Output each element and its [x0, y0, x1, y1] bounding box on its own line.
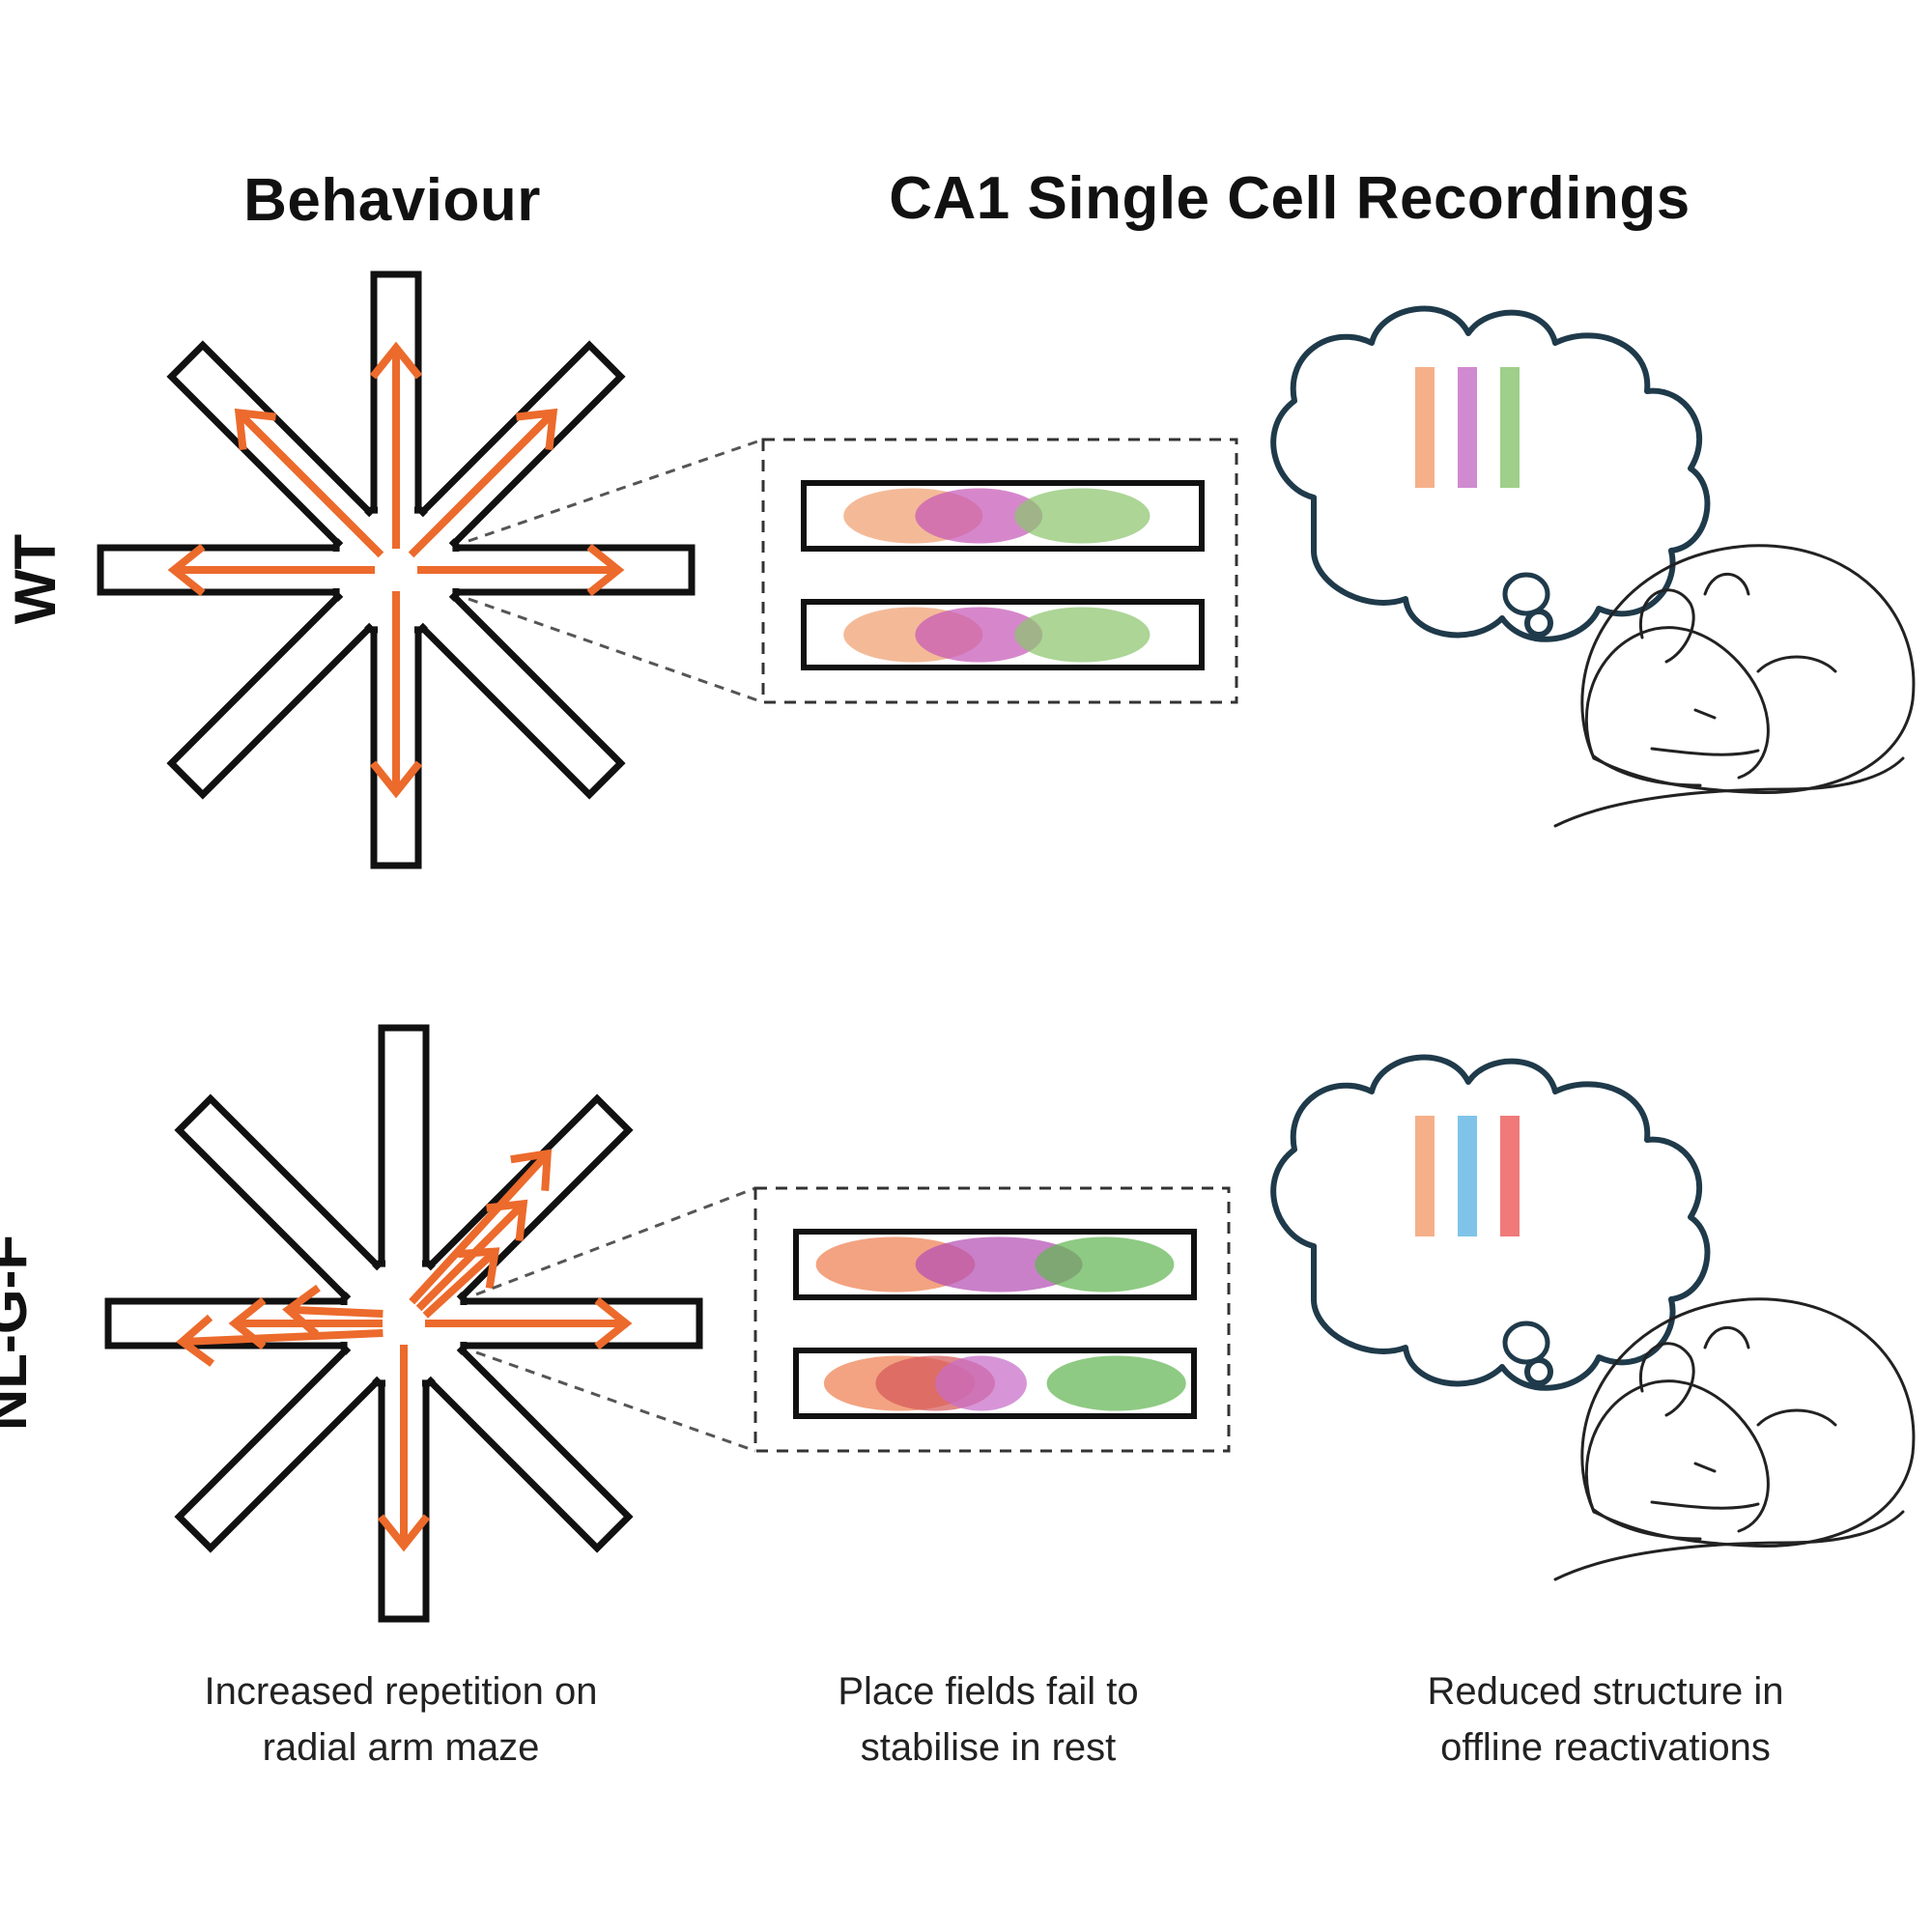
- mouse-eye: [1693, 1462, 1717, 1473]
- orange-arrow-icon: [369, 341, 423, 549]
- place-field: [1035, 1236, 1175, 1293]
- dashed-zoom-box: [761, 438, 1238, 704]
- track-outline: [793, 1229, 1197, 1300]
- orange-arrow-icon: [417, 543, 625, 597]
- dashed-zoom-box: [753, 1186, 1231, 1453]
- caption-line: radial arm maze: [262, 1726, 540, 1769]
- orange-arrow-icon: [282, 1284, 384, 1338]
- caption-reactivations: Reduced structure in offline reactivatio…: [1427, 1663, 1783, 1776]
- zoom-callout-nlgf: [475, 1186, 1231, 1453]
- place-fields-nlgf: [793, 1229, 1197, 1419]
- behaviour-title: Behaviour: [243, 167, 541, 234]
- linear-track: [793, 1348, 1197, 1419]
- place-field: [1014, 607, 1151, 663]
- linear-track: [801, 480, 1205, 552]
- caption-place-fields: Place fields fail to stabilise in rest: [838, 1663, 1138, 1776]
- maze-arm-outline: [174, 1341, 386, 1553]
- reactivation-bar: [1500, 1116, 1520, 1236]
- maze-arm-n: [378, 1024, 430, 1273]
- mouse-tail: [1553, 756, 1905, 828]
- caption-behaviour: Increased repetition on radial arm maze: [205, 1663, 598, 1776]
- mouse-chin: [1592, 754, 1702, 787]
- place-field: [915, 1236, 1083, 1293]
- place-field: [935, 1355, 1027, 1411]
- recordings-title: CA1 Single Cell Recordings: [889, 165, 1690, 232]
- radial-arm-maze-nlgf: [104, 1024, 703, 1623]
- place-field: [915, 488, 1043, 544]
- maze-arm-outline: [413, 587, 626, 800]
- sleeping-mouse-icon: [1553, 544, 1916, 828]
- track-outline: [793, 1348, 1197, 1419]
- maze-arm-outline: [166, 587, 379, 800]
- mouse-chin: [1592, 1508, 1702, 1541]
- sleeping-mouse-icon: [1553, 1297, 1916, 1581]
- dashed-connector: [475, 1186, 756, 1296]
- reactivation-bar: [1415, 367, 1435, 488]
- reactivation-bar: [1458, 367, 1477, 488]
- thought-bubble-small: [1502, 572, 1550, 616]
- maze-arm-outline: [378, 1024, 430, 1273]
- dashed-connector: [475, 1350, 756, 1453]
- orange-arrow-icon: [176, 1314, 384, 1367]
- reactivation-bar: [1458, 1116, 1477, 1236]
- orange-arrow-icon: [422, 1247, 500, 1319]
- place-field: [1046, 1355, 1186, 1411]
- thought-cloud-wt: [1270, 305, 1711, 642]
- place-fields-wt: [801, 480, 1205, 670]
- mouse-ear: [1639, 1342, 1695, 1417]
- mouse-tail: [1553, 1510, 1905, 1581]
- place-field: [915, 607, 1043, 663]
- thought-cloud-outline: [1270, 305, 1711, 642]
- caption-line: stabilise in rest: [860, 1726, 1117, 1769]
- maze-arm-outline: [174, 1094, 386, 1306]
- maze-arm-outline: [421, 1341, 634, 1553]
- track-outline: [801, 480, 1205, 552]
- zoom-callout-wt: [468, 438, 1238, 704]
- caption-line: Reduced structure in: [1427, 1670, 1784, 1713]
- caption-line: Increased repetition on: [204, 1670, 598, 1713]
- caption-line: offline reactivations: [1440, 1726, 1771, 1769]
- maze-arm-sw: [166, 587, 379, 800]
- mouse-whiskers: [1650, 747, 1760, 756]
- orange-arrow-icon: [167, 543, 375, 597]
- linear-track: [793, 1229, 1197, 1300]
- mouse-head: [1584, 626, 1770, 780]
- mouse-leg: [1756, 655, 1837, 673]
- maze-arm-se: [421, 1341, 634, 1553]
- thought-bubble-small: [1502, 1321, 1550, 1365]
- thought-cloud-outline: [1270, 1054, 1711, 1391]
- orange-arrow-icon: [409, 1149, 553, 1305]
- orange-arrow-icon: [377, 1345, 431, 1552]
- thought-bubble-tiny: [1524, 609, 1553, 638]
- mouse-head: [1584, 1379, 1770, 1533]
- mouse-ear-back: [1703, 1325, 1750, 1350]
- mouse-ear-back: [1703, 572, 1750, 596]
- mouse-whiskers: [1650, 1500, 1760, 1510]
- maze-arm-se: [413, 587, 626, 800]
- place-field: [1014, 488, 1151, 544]
- thought-bubble-tiny: [1524, 1357, 1553, 1386]
- maze-arm-sw: [174, 1341, 386, 1553]
- mouse-eye: [1693, 708, 1717, 720]
- mouse-leg: [1756, 1408, 1837, 1427]
- reactivation-bar: [1415, 1116, 1435, 1236]
- maze-arm-nw: [174, 1094, 386, 1306]
- reactivation-bar: [1500, 367, 1520, 488]
- linear-track: [801, 599, 1205, 670]
- orange-arrow-icon: [234, 408, 384, 558]
- track-outline: [801, 599, 1205, 670]
- orange-arrow-icon: [408, 408, 558, 558]
- caption-line: Place fields fail to: [838, 1670, 1139, 1713]
- thought-cloud-nlgf: [1270, 1054, 1711, 1391]
- orange-arrow-icon: [369, 591, 423, 799]
- radial-arm-maze-wt: [97, 270, 696, 869]
- orange-arrow-icon: [425, 1296, 633, 1350]
- mouse-ear: [1639, 588, 1695, 664]
